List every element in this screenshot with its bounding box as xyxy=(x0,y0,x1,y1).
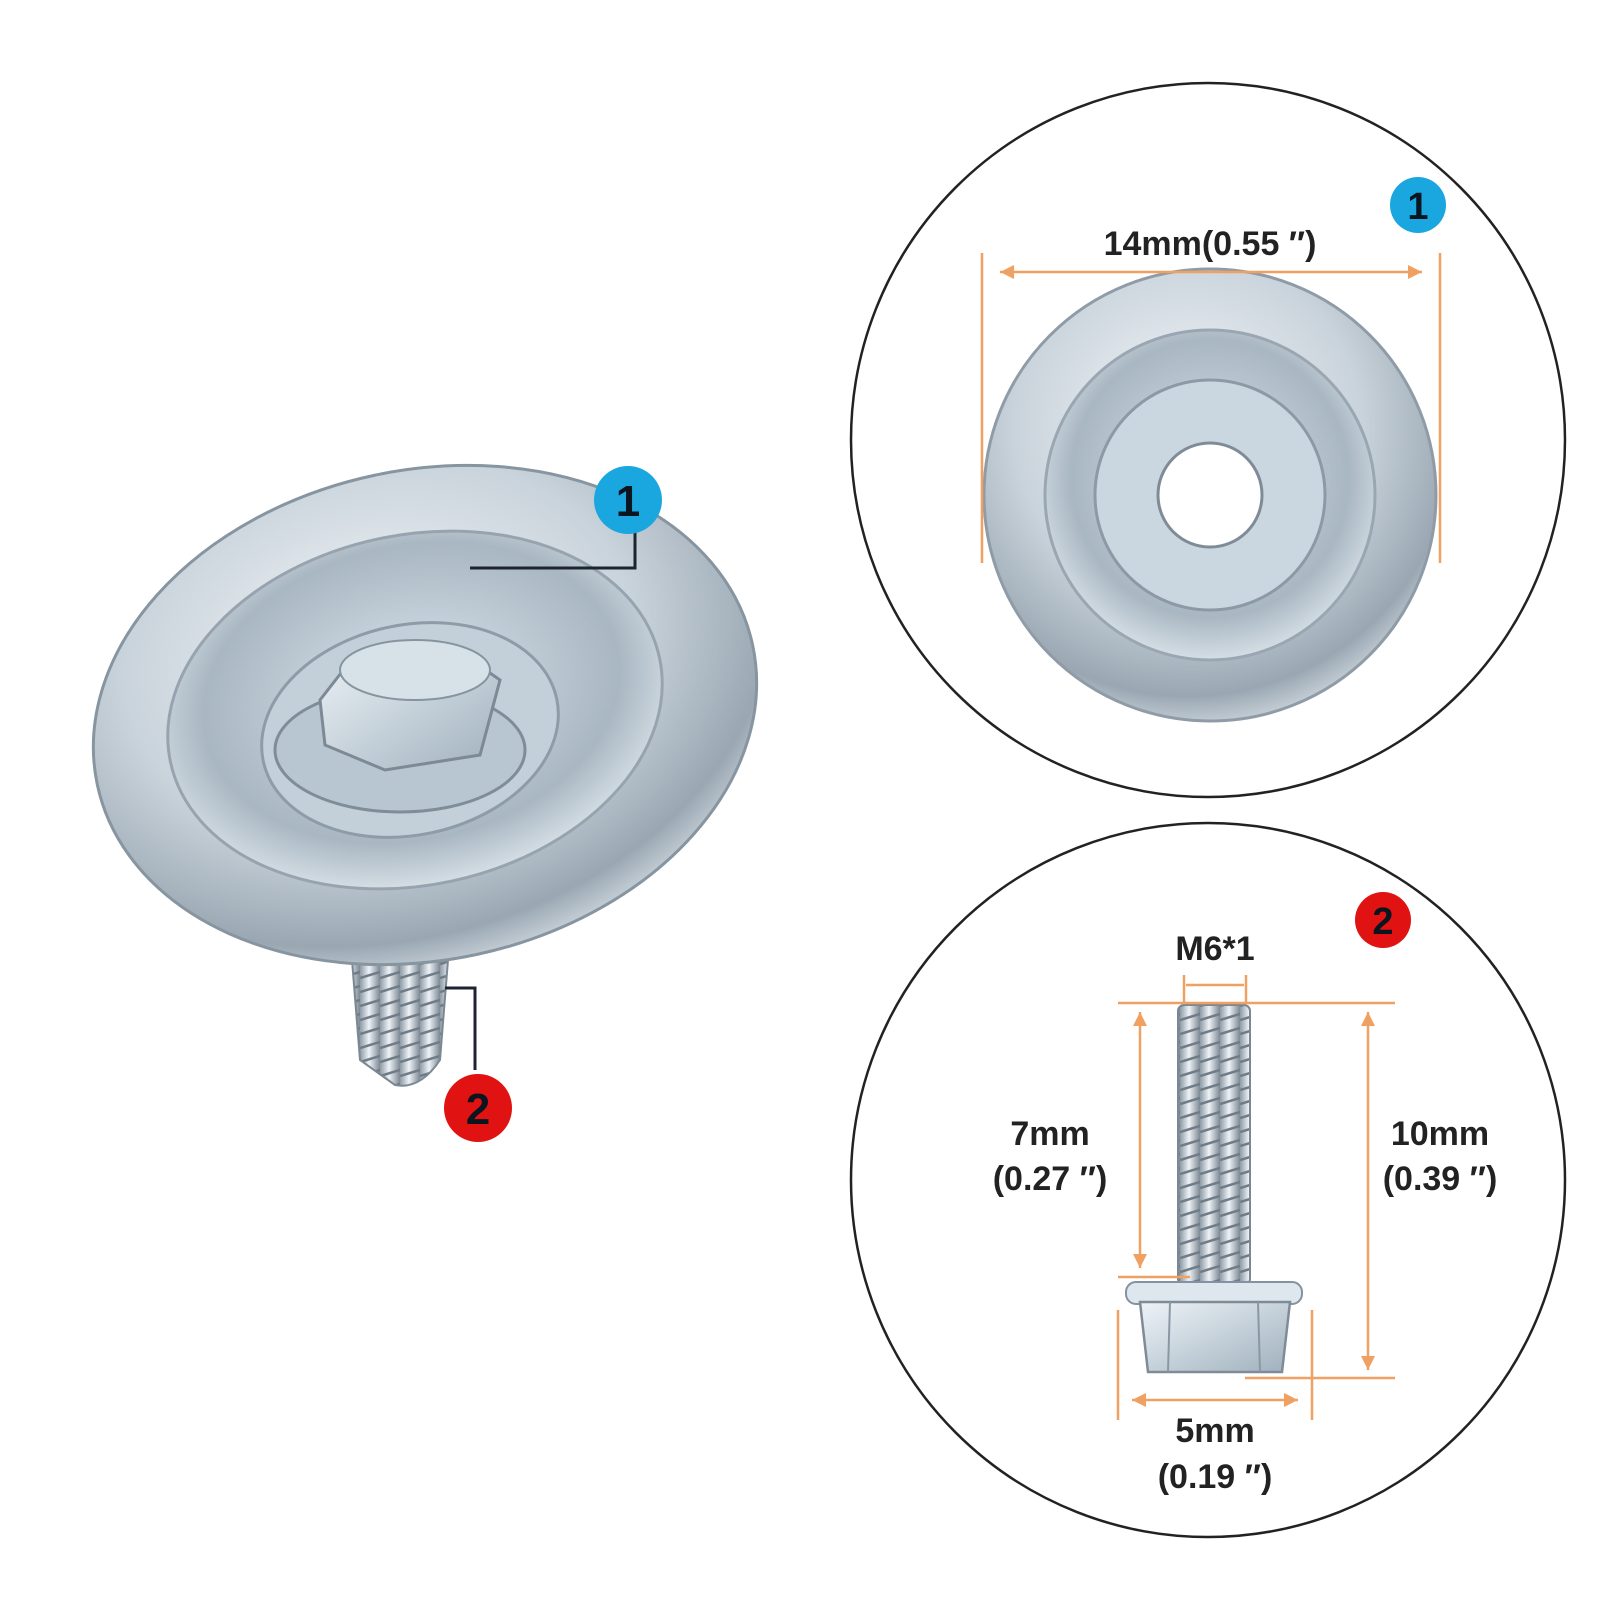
callout-line-washer xyxy=(470,530,637,570)
thread-length-mm: 7mm xyxy=(1010,1115,1089,1153)
assembled-part xyxy=(91,463,759,1087)
head-width-mm: 5mm xyxy=(1175,1412,1254,1450)
callout-badge-washer-number: 1 xyxy=(616,477,640,526)
washer-detail-badge xyxy=(1390,177,1446,233)
head-width-in: (0.19 ″) xyxy=(1158,1458,1273,1496)
total-length-mm: 10mm xyxy=(1391,1115,1489,1153)
washer-hole xyxy=(1156,441,1264,549)
washer-detail-panel: 14mm(0.55 ″) 1 xyxy=(849,81,1567,799)
callout-badge-bolt: 2 xyxy=(444,1074,512,1142)
washer-detail-badge-number: 1 xyxy=(1407,186,1428,228)
bolt-side-view xyxy=(1125,1004,1303,1374)
callout-badge-bolt-number: 2 xyxy=(466,1085,490,1134)
bolt-detail-panel: M6*1 7mm (0.27 ″) 10mm (0.39 ″) 5mm (0.1… xyxy=(849,821,1567,1539)
bolt-head-left xyxy=(273,639,527,814)
thread-length-in: (0.27 ″) xyxy=(993,1160,1108,1198)
total-length-in: (0.39 ″) xyxy=(1383,1160,1498,1198)
bolt-detail-badge-number: 2 xyxy=(1372,901,1393,943)
callout-badge-washer: 1 xyxy=(594,466,662,534)
washer-diameter-label: 14mm(0.55 ″) xyxy=(1104,225,1317,263)
callout-line-bolt xyxy=(445,986,477,1070)
thread-size-label: M6*1 xyxy=(1175,930,1254,968)
bolt-thread-left xyxy=(348,934,452,1087)
bolt-detail-badge xyxy=(1355,892,1411,948)
